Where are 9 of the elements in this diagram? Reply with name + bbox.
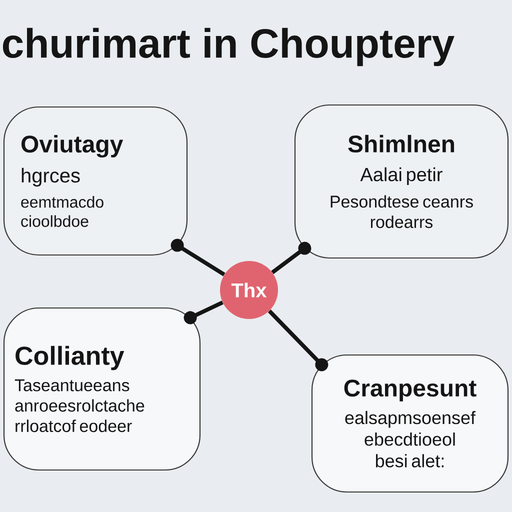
connector	[268, 310, 328, 372]
title: churimart in Chouptery	[2, 28, 454, 66]
info-box: Cranpesunt ealsapmsoensef ebecdtioeol besi alet:	[311, 354, 509, 493]
connector	[170, 238, 226, 276]
info-box: Oviutagy hgrces eemtmacdo cioolbdoe	[3, 106, 188, 256]
connector	[184, 300, 224, 324]
connector	[271, 242, 312, 274]
info-box: Collianty Taseantueeans anroeesrolctache rrloatcof eodeer	[3, 307, 201, 471]
info-box: Shimlnen Aalai petir Pesondtese ceanrs rodearrs	[294, 104, 509, 259]
